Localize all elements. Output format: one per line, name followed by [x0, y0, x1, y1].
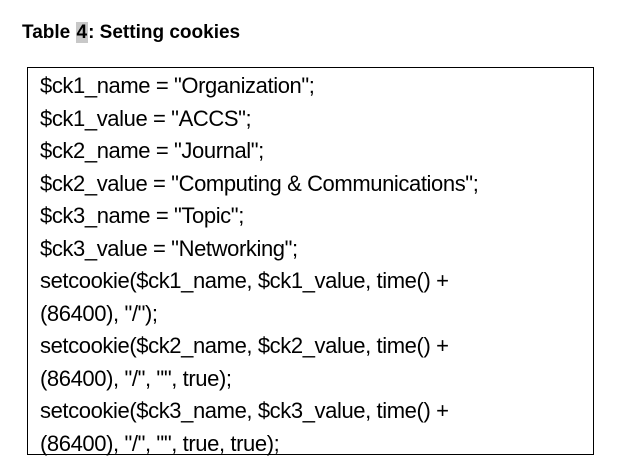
- code-line: (86400), "/");: [40, 300, 158, 326]
- code-line: $ck1_value = "ACCS";: [40, 105, 252, 131]
- code-line: (86400), "/", "", true, true);: [40, 430, 280, 456]
- code-line: $ck1_name = "Organization";: [40, 73, 315, 98]
- code-line: setcookie($ck3_name, $ck3_value, time() …: [40, 398, 449, 423]
- code-line: $ck2_value = "Computing & Communications…: [40, 170, 479, 196]
- caption-number: 4: [75, 22, 89, 43]
- table-caption: Table 4: Setting cookies: [22, 20, 240, 46]
- caption-title: : Setting cookies: [88, 22, 241, 43]
- code-line: $ck3_name = "Topic";: [40, 203, 244, 228]
- code-line: $ck2_name = "Journal";: [40, 138, 264, 163]
- code-line: $ck3_value = "Networking";: [40, 235, 298, 261]
- code-block: $ck1_name = "Organization"; $ck1_value =…: [27, 67, 594, 456]
- code-line: setcookie($ck1_name, $ck1_value, time() …: [40, 268, 449, 293]
- code-line: (86400), "/", "", true);: [40, 365, 232, 391]
- caption-prefix: Table: [22, 22, 76, 43]
- code-line: setcookie($ck2_name, $ck2_value, time() …: [40, 333, 449, 358]
